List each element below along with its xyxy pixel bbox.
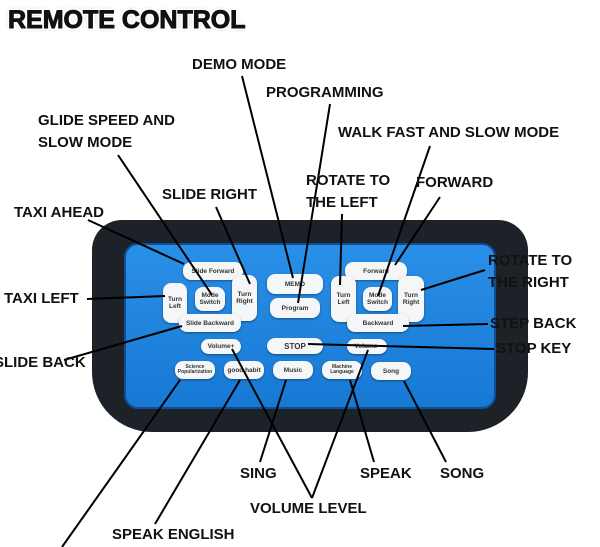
program-button[interactable]: Program <box>270 298 320 318</box>
memo-button[interactable]: MEMO <box>267 274 323 294</box>
callout-taxi-left: TAXI LEFT <box>4 290 79 307</box>
turn-left-button-right[interactable]: Turn Left <box>331 276 356 322</box>
slide-backward-button[interactable]: Slide Backward <box>179 314 241 332</box>
diagram-title: REMOTE CONTROL <box>8 6 246 35</box>
callout-rotate-left-2: THE LEFT <box>306 194 378 211</box>
machine-language-button[interactable]: Machine Language <box>322 361 362 379</box>
stop-button[interactable]: STOP <box>267 338 323 354</box>
callout-slide-back: SLIDE BACK <box>0 354 86 371</box>
turn-right-button-left[interactable]: Turn Right <box>232 275 257 321</box>
science-button[interactable]: Science Popularization <box>175 361 215 379</box>
callout-programming: PROGRAMMING <box>266 84 384 101</box>
callout-glide-speed-1: GLIDE SPEED AND <box>38 112 175 129</box>
mode-switch-button-left[interactable]: Mode Switch <box>195 287 225 311</box>
callout-stop-key: STOP KEY <box>496 340 572 357</box>
callout-demo-mode: DEMO MODE <box>192 56 287 73</box>
forward-button[interactable]: Forward <box>345 262 407 280</box>
callout-walk-fast: WALK FAST AND SLOW MODE <box>338 124 560 141</box>
backward-button[interactable]: Backward <box>347 314 409 332</box>
callout-speak: SPEAK <box>360 465 412 482</box>
song-button[interactable]: Song <box>371 362 411 380</box>
callout-glide-speed-2: SLOW MODE <box>38 134 133 151</box>
callout-rotate-left-1: ROTATE TO <box>306 172 391 189</box>
callout-speak-english: SPEAK ENGLISH <box>112 526 235 543</box>
volume-up-button[interactable]: Volume+ <box>201 339 241 354</box>
callout-volume-level: VOLUME LEVEL <box>250 500 367 517</box>
music-button[interactable]: Music <box>273 361 313 379</box>
callout-taxi-ahead: TAXI AHEAD <box>14 204 104 221</box>
callout-forward: FORWARD <box>416 174 494 191</box>
callout-rotate-right-1: ROTATE TO <box>488 252 573 269</box>
callout-slide-right: SLIDE RIGHT <box>162 186 258 203</box>
callout-sing: SING <box>240 465 277 482</box>
callout-rotate-right-2: THE RIGHT <box>488 274 569 291</box>
callout-step-back: STEP BACK <box>490 315 577 332</box>
callout-song: SONG <box>440 465 485 482</box>
